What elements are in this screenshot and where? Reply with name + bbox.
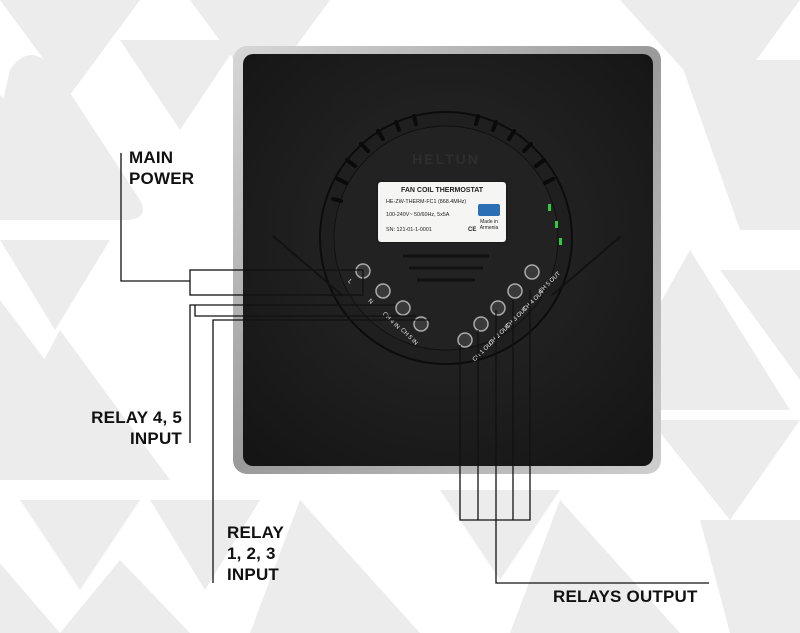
green-leds xyxy=(548,204,562,245)
sticker-rating: 100-240V~ 50/60Hz, 5x5A xyxy=(386,212,450,218)
main-power-label: MAIN POWER xyxy=(129,148,195,188)
relay-123-input-label: RELAY 1, 2, 3 INPUT xyxy=(227,523,285,584)
relays-output-label: RELAYS OUTPUT xyxy=(553,587,698,606)
product-label-sticker: FAN COIL THERMOSTAT HE-ZW-THERM-FC1 (868… xyxy=(378,182,506,242)
grille-lines xyxy=(403,254,489,282)
sticker-model: HE-ZW-THERM-FC1 (868.4MHz) xyxy=(386,199,467,205)
thermostat-back-panel: HELTUN xyxy=(233,46,661,474)
embossed-brand: HELTUN xyxy=(412,151,480,167)
sticker-made-in: Made in Armenia xyxy=(479,219,499,231)
zwave-logo-icon xyxy=(478,204,500,216)
ce-mark-icon: CE xyxy=(468,227,477,233)
sticker-title: FAN COIL THERMOSTAT xyxy=(400,187,484,194)
sticker-serial: SN: 121-01-1-0001 xyxy=(386,227,432,233)
relay-45-input-label: RELAY 4, 5 INPUT xyxy=(91,408,182,448)
vent-slots xyxy=(331,114,555,203)
